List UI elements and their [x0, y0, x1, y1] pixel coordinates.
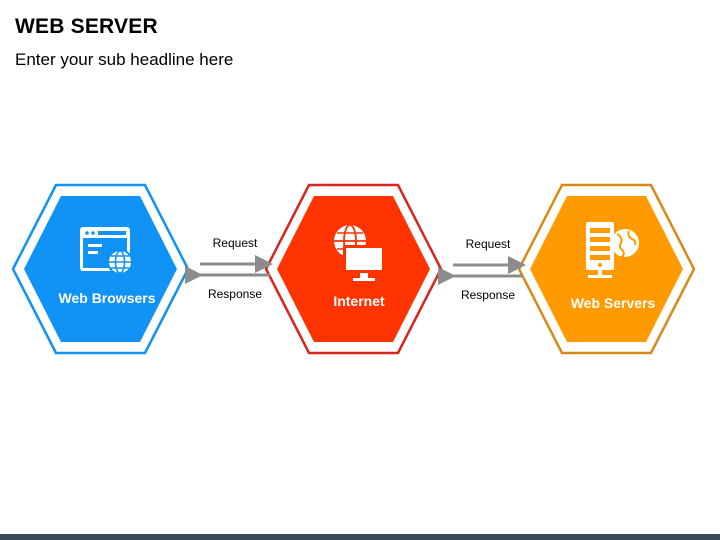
node-label-web-servers: Web Servers — [571, 295, 656, 311]
page-subtitle: Enter your sub headline here — [15, 50, 234, 69]
node-web-servers: Web Servers — [517, 183, 696, 355]
connector-response-label: Response — [208, 287, 262, 301]
connector-request-label: Request — [466, 237, 511, 251]
node-web-browsers: Web Browsers — [11, 183, 190, 355]
connector-internet-servers: Request Response — [438, 237, 526, 302]
node-label-web-browsers: Web Browsers — [59, 290, 156, 306]
browser-globe-icon — [80, 227, 133, 275]
connector-request-label: Request — [213, 236, 258, 250]
node-label-internet: Internet — [333, 293, 385, 309]
server-globe-icon — [586, 222, 639, 278]
footer-bar — [0, 534, 720, 540]
connector-response-label: Response — [461, 288, 515, 302]
connector-browsers-internet: Request Response — [185, 236, 273, 301]
page-title: WEB SERVER — [15, 15, 158, 38]
node-internet: Internet — [264, 183, 443, 355]
globe-monitor-icon — [334, 224, 385, 281]
